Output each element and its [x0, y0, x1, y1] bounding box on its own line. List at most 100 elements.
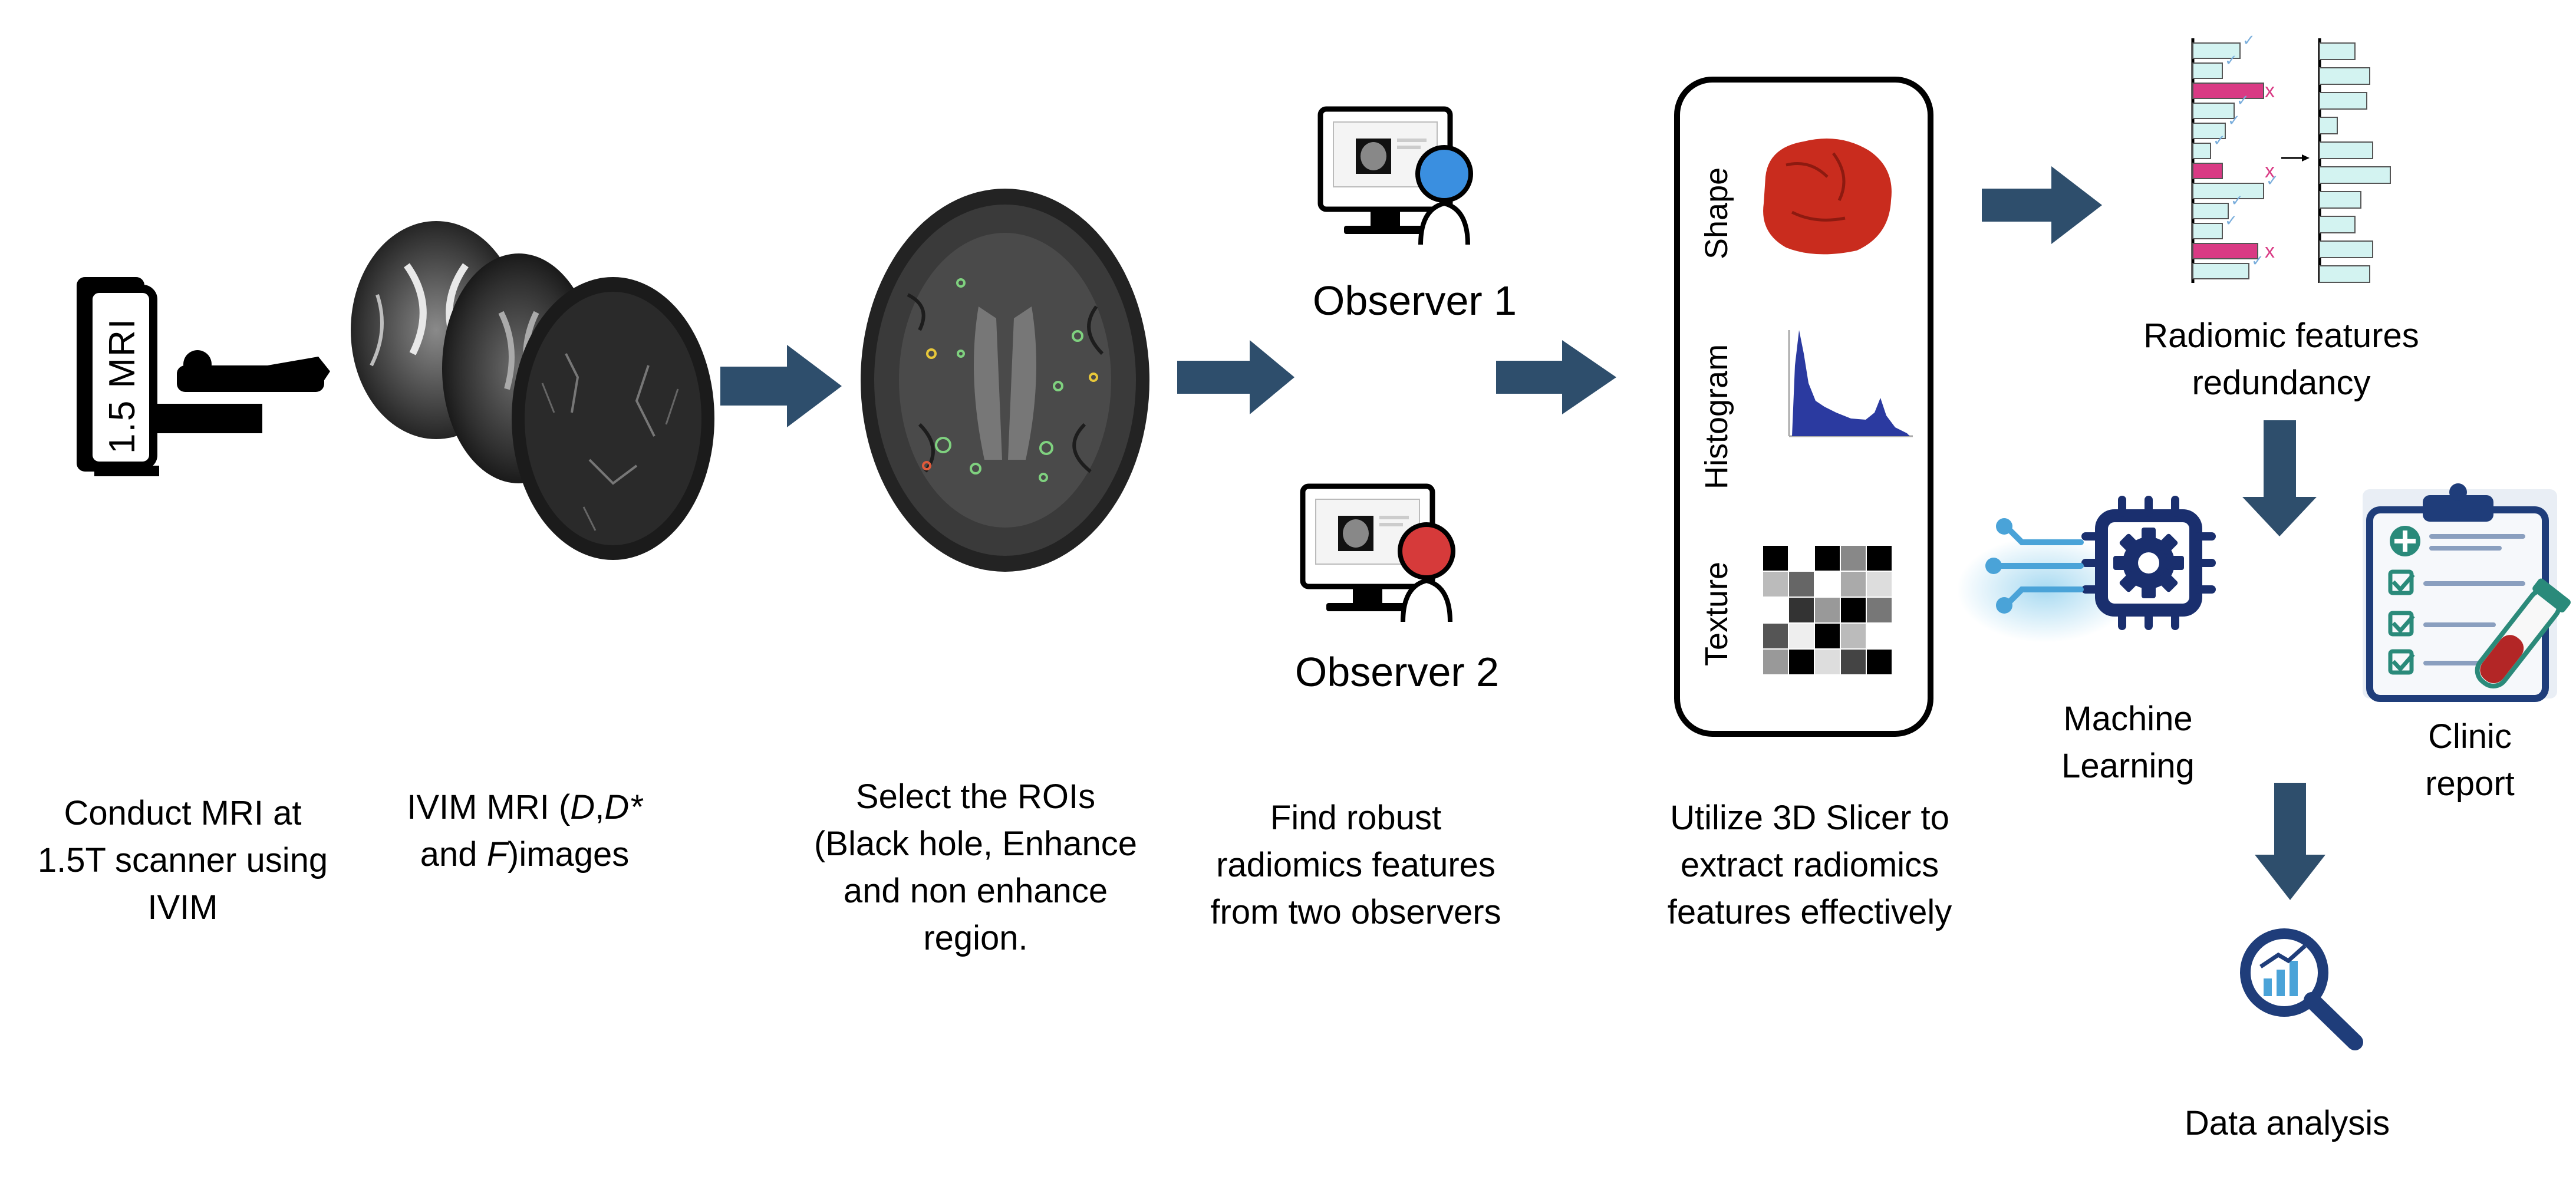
mri-caption-line3: IVIM [147, 888, 218, 927]
observers-caption-line3: from two observers [1210, 893, 1501, 931]
selected-feature-bar [2319, 265, 2370, 283]
texture-cell [1762, 545, 1789, 572]
bar-chart-icon: ✓✓x✓✓✓x✓✓✓x✓ [2191, 32, 2391, 283]
redundant-feature-bar [2192, 243, 2258, 259]
observer2-icon [1303, 486, 1455, 622]
arrow-down-2 [2255, 783, 2325, 900]
redundant-feature-bar [2192, 163, 2223, 179]
texture-cell [1762, 622, 1789, 650]
tumor-shape-icon [1763, 139, 1892, 255]
texture-cell [1814, 648, 1841, 675]
magnifier-chart-icon [2240, 928, 2363, 1050]
texture-cell [1788, 648, 1815, 675]
observer1-icon [1320, 109, 1473, 245]
kept-check-mark: ✓ [2236, 92, 2249, 110]
feature-bar [2192, 42, 2241, 59]
redundant-x-mark: x [2265, 160, 2275, 182]
ivim-caption-line2: and F)images [377, 831, 672, 878]
texture-cell [1840, 622, 1867, 650]
feature-bar [2192, 263, 2249, 279]
analysis-caption-label: Data analysis [2184, 1104, 2390, 1142]
observers-caption-line2: radiomics features [1216, 846, 1495, 884]
selected-feature-bar [2319, 240, 2373, 258]
label-texture: Texture [1699, 562, 1734, 666]
kept-check-mark: ✓ [2242, 32, 2255, 50]
arrow-4 [1982, 166, 2102, 244]
texture-cell [1814, 571, 1841, 598]
selected-feature-bar [2319, 42, 2356, 60]
observer1-label: Observer 1 [1312, 278, 1517, 324]
texture-cell [1866, 545, 1893, 572]
texture-cell [1866, 571, 1893, 598]
redundant-x-mark: x [2265, 80, 2275, 102]
feature-bar [2192, 223, 2223, 239]
histogram-icon [1788, 330, 1913, 437]
texture-cell [1788, 571, 1815, 598]
kept-check-mark: ✓ [2225, 52, 2238, 70]
texture-cell [1814, 597, 1841, 624]
redundancy-caption-line1: Radiomic features [2143, 317, 2419, 355]
step-redundancy-caption: Radiomic features redundancy [2087, 312, 2476, 407]
step-observers-caption: Find robust radiomics features from two … [1173, 795, 1539, 936]
gear-tooth [2142, 528, 2156, 545]
gear-tooth [2113, 556, 2131, 570]
texture-cell [1762, 597, 1789, 624]
texture-cell [1762, 571, 1789, 598]
label-histogram: Histogram [1699, 344, 1734, 489]
step-mri-caption: Conduct MRI at 1.5T scanner using IVIM [24, 790, 342, 931]
redundant-x-mark: x [2265, 240, 2275, 262]
feature-bar [2192, 103, 2235, 119]
redundancy-caption-line2: redundancy [2192, 364, 2371, 402]
observer2-label: Observer 2 [1294, 649, 1500, 695]
texture-cell [1840, 597, 1867, 624]
texture-cell [1866, 597, 1893, 624]
roi-brain-image [861, 189, 1149, 572]
texture-grid-icon [1762, 545, 1893, 675]
selected-feature-bar [2319, 191, 2361, 209]
ivim-image-stack [351, 221, 714, 560]
flow-arrows [720, 166, 2325, 900]
selected-feature-bar [2319, 216, 2356, 233]
texture-cell [1814, 622, 1841, 650]
roi-caption-line2: (Black hole, Enhance [813, 825, 1138, 863]
slicer-caption-line3: features effectively [1667, 893, 1952, 931]
texture-cell [1840, 648, 1867, 675]
selected-feature-bar [2319, 67, 2370, 85]
ml-caption-line1: Machine [2063, 700, 2193, 738]
label-shape: Shape [1699, 167, 1734, 259]
selected-feature-bar [2319, 92, 2367, 110]
roi-caption-line1: Select the ROIs [855, 777, 1096, 816]
gear-tooth [2166, 556, 2184, 570]
ivim-text-dstar: D* [604, 788, 643, 826]
gear-tooth [2157, 571, 2178, 592]
selected-feature-bar [2319, 166, 2391, 184]
roi-caption-line4: region. [923, 919, 1028, 957]
texture-cell [1788, 622, 1815, 650]
clinic-caption-line1: Clinic [2428, 717, 2512, 756]
ivim-text-sep: , [595, 788, 605, 826]
ivim-text-and: and [420, 835, 487, 874]
texture-cell [1762, 648, 1789, 675]
mri-caption-line1: Conduct MRI at [64, 794, 302, 832]
arrow-2 [1177, 340, 1294, 414]
ivim-text-d: D [570, 788, 595, 826]
gear-tooth [2157, 533, 2178, 555]
ivim-text-f: F [486, 835, 508, 874]
gear-tooth [2142, 581, 2156, 598]
step-ml-caption: Machine Learning [2004, 696, 2252, 790]
feature-bar [2192, 62, 2223, 79]
mri-scanner-label: 1.5 MRI [102, 318, 143, 454]
kept-check-mark: ✓ [2228, 112, 2241, 130]
feature-bar [2192, 143, 2211, 159]
step-roi-caption: Select the ROIs (Black hole, Enhance and… [802, 773, 1149, 962]
step-analysis-caption: Data analysis [2122, 1100, 2452, 1147]
texture-cell [1840, 571, 1867, 598]
kept-check-mark: ✓ [2251, 252, 2264, 270]
selected-feature-bar [2319, 141, 2373, 159]
slicer-caption-line2: extract radiomics [1680, 846, 1939, 884]
ivim-text-a: IVIM MRI ( [407, 788, 571, 826]
clinic-caption-line2: report [2425, 764, 2515, 803]
texture-cell [1866, 648, 1893, 675]
mri-scanner-icon [77, 277, 330, 476]
